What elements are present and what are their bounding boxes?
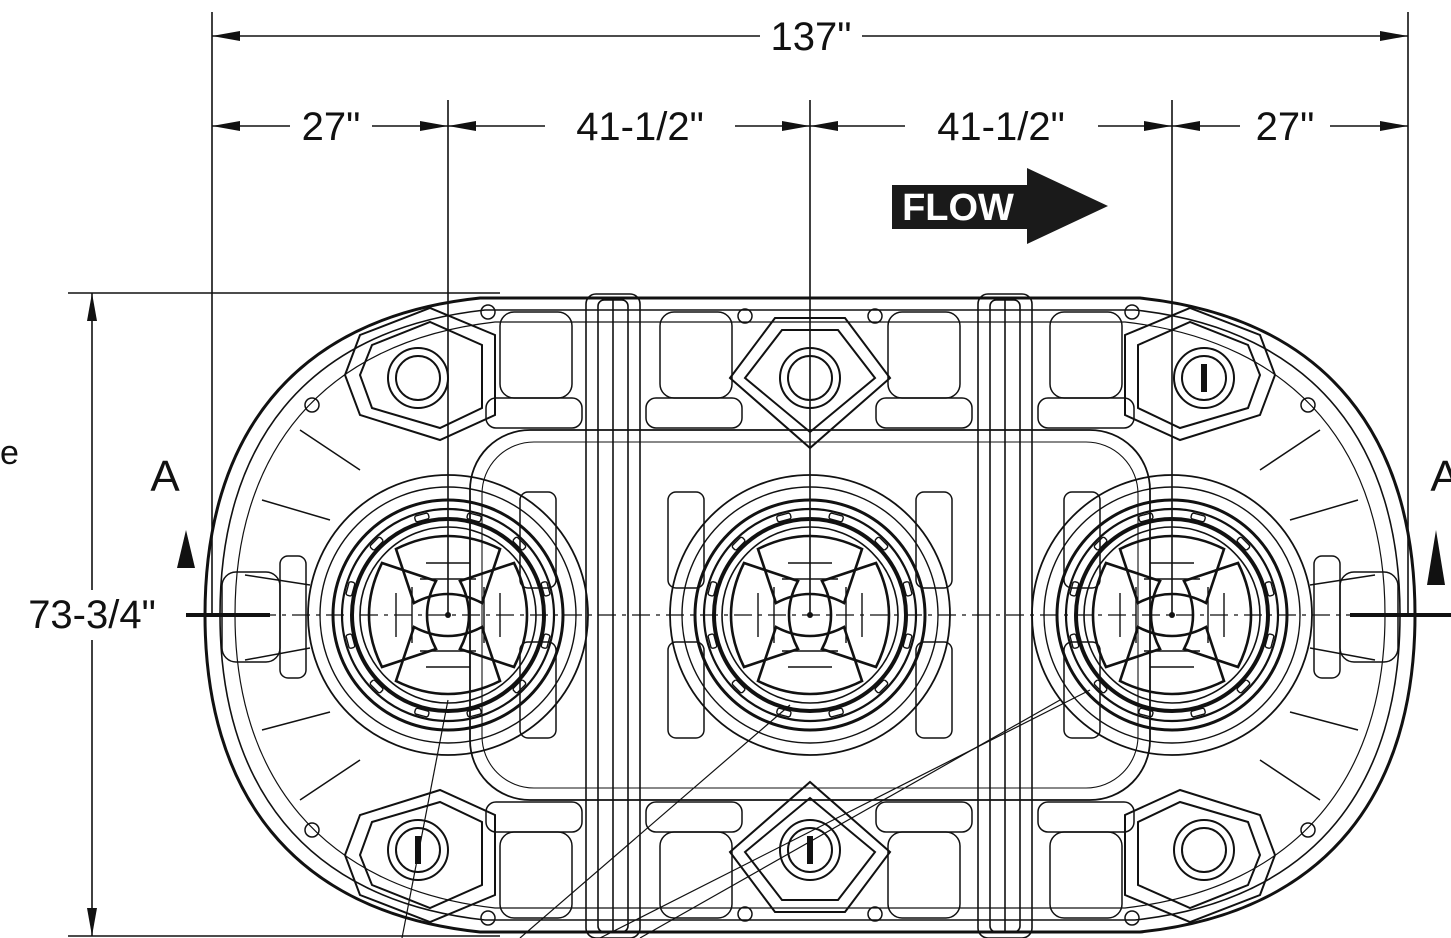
dim-mid-left-label: 41-1/2" — [576, 105, 704, 149]
section-marker-left: A — [150, 452, 195, 568]
dim-right-end-label: 27" — [1256, 105, 1315, 149]
dim-left-end-label: 27" — [302, 105, 361, 149]
section-mark-right-label: A — [1430, 452, 1451, 501]
section-marker-right: A — [1427, 452, 1451, 585]
leader-lines — [401, 689, 1091, 938]
riser-port-circles — [387, 347, 1235, 881]
bolt-holes — [304, 304, 1316, 926]
overall-length-label: 137" — [771, 15, 852, 59]
riser-pads — [343, 306, 1277, 924]
section-mark-left-label: A — [150, 452, 180, 501]
tank-end-ribs — [221, 429, 1399, 801]
flow-label: FLOW — [902, 187, 1014, 229]
dim-mid-right-label: 41-1/2" — [937, 105, 1065, 149]
edge-text-fragment: e — [0, 434, 19, 472]
riser-port-slots — [415, 364, 1207, 864]
overall-width-label: 73-3/4" — [28, 593, 156, 637]
flow-arrow: FLOW — [892, 168, 1108, 244]
dimension-arrowheads — [87, 31, 1408, 936]
